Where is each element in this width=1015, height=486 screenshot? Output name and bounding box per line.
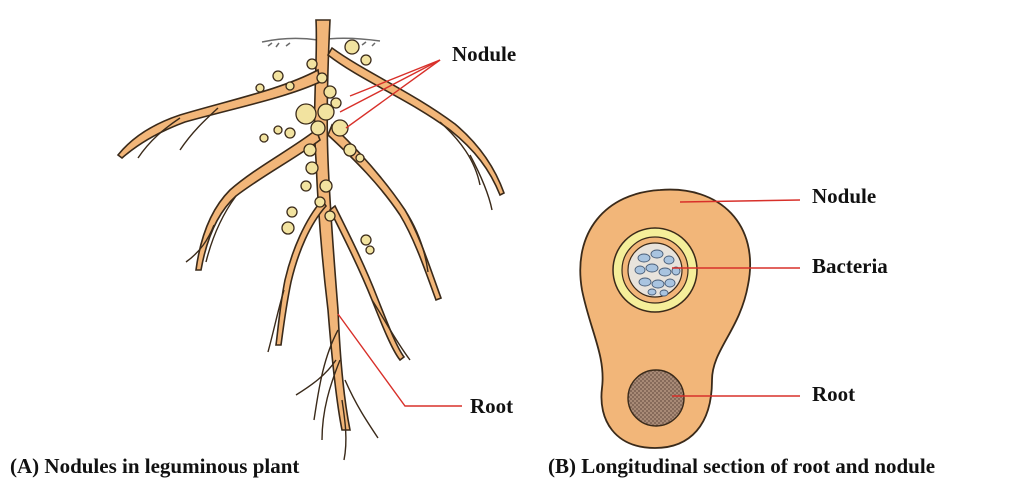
panel-a-root-system	[118, 20, 504, 460]
panel-b-section	[580, 190, 800, 448]
root-cross-section	[628, 370, 684, 426]
nodule-label-a: Nodule	[452, 44, 516, 65]
lateral-roots	[118, 48, 504, 360]
root-label-b: Root	[812, 384, 855, 405]
rootlets	[138, 108, 492, 460]
nodule-label-b: Nodule	[812, 186, 876, 207]
bacteria-label: Bacteria	[812, 256, 888, 277]
caption-a: (A) Nodules in leguminous plant	[10, 456, 299, 477]
root-label-a: Root	[470, 396, 513, 417]
caption-b: (B) Longitudinal section of root and nod…	[548, 456, 935, 477]
